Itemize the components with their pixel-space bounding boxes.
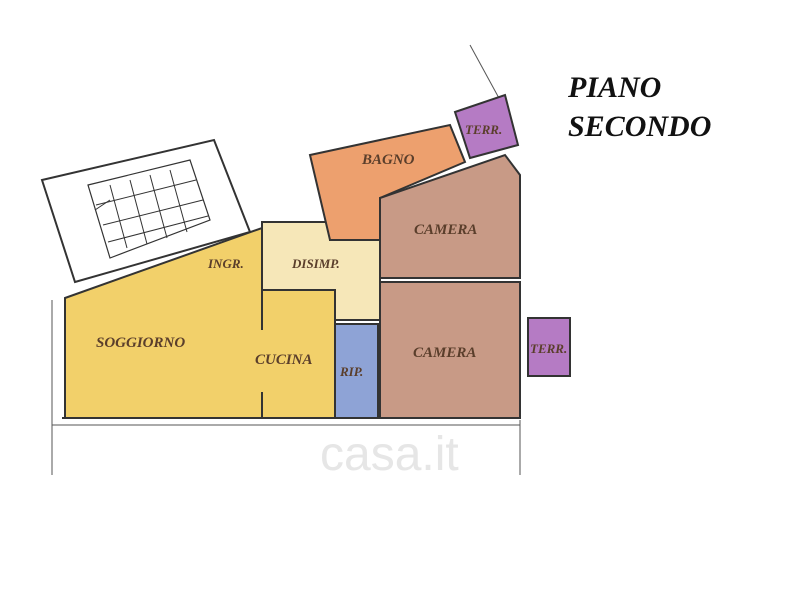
- label-cucina: CUCINA: [255, 352, 313, 368]
- label-terrazzo-top: TERR.: [465, 122, 502, 137]
- label-bagno: BAGNO: [361, 152, 415, 168]
- room-terrazzo-right: [527, 317, 571, 377]
- label-camera-bottom: CAMERA: [413, 345, 476, 361]
- room-terrazzo-top: [453, 93, 520, 160]
- label-disimpegno: DISIMP.: [291, 256, 340, 271]
- plan-title-line1: PIANO: [567, 71, 661, 104]
- watermark-text: casa.it: [320, 428, 459, 481]
- label-soggiorno: SOGGIORNO: [96, 335, 185, 351]
- plan-title-line2: SECONDO: [568, 110, 711, 143]
- label-camera-top: CAMERA: [414, 222, 477, 238]
- room-camera-top: [379, 153, 521, 279]
- label-terrazzo-right: TERR.: [530, 341, 567, 356]
- label-ripostiglio: RIP.: [339, 364, 363, 379]
- outer-wall-top-right: [469, 44, 501, 101]
- label-ingresso: INGR.: [207, 256, 244, 271]
